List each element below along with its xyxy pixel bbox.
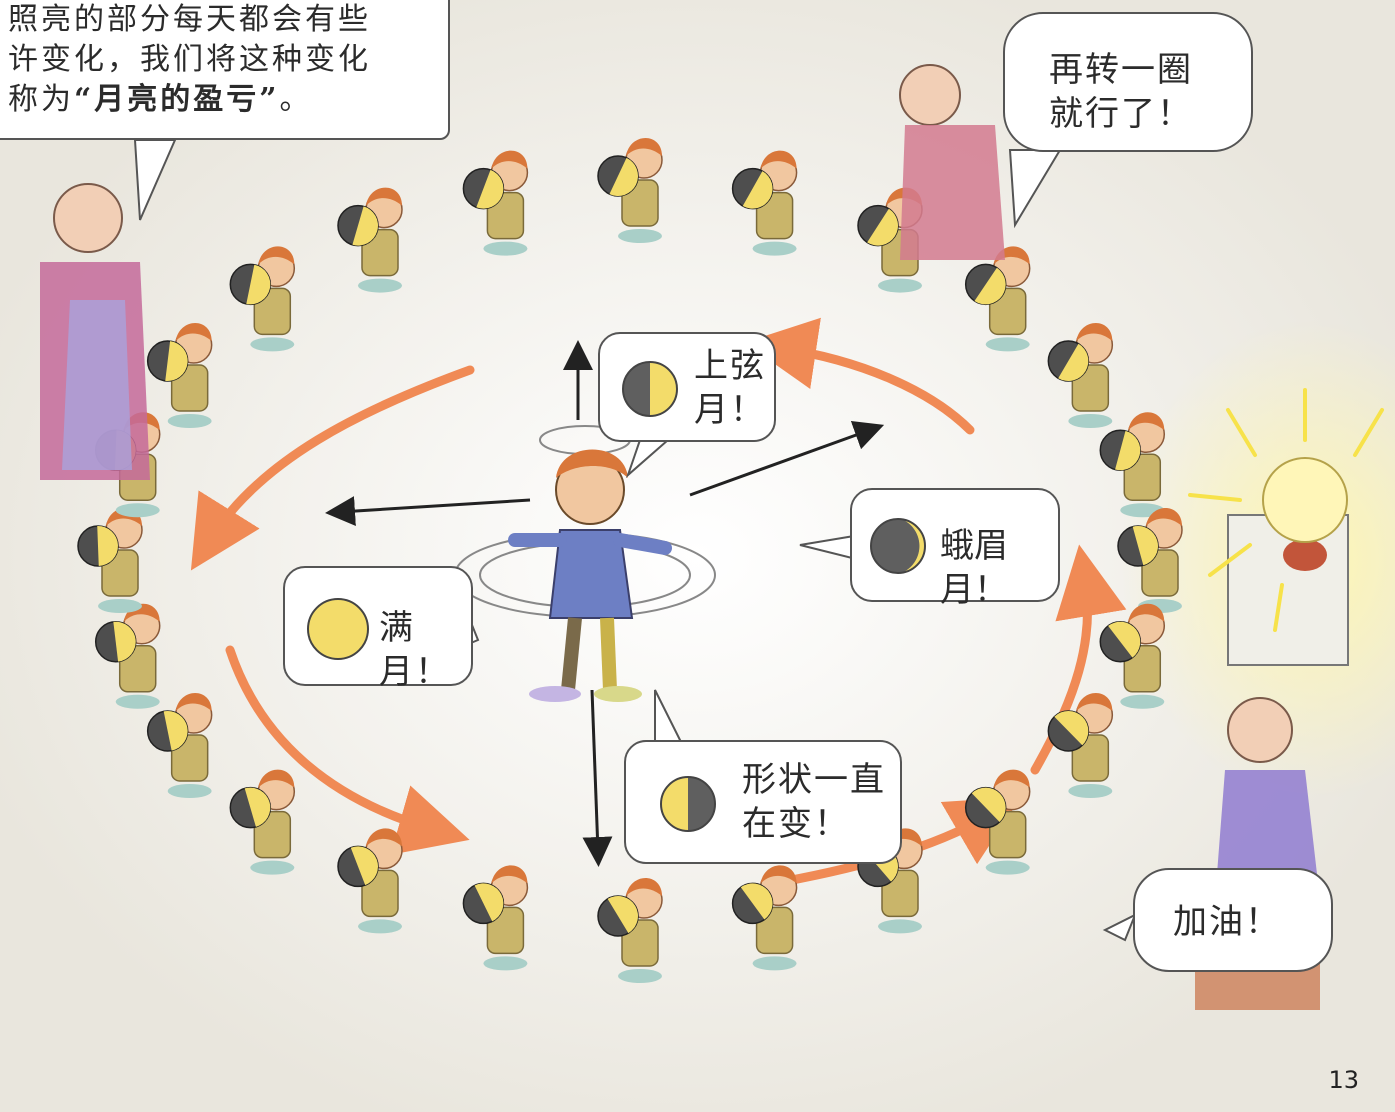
narration-box: 照亮的部分每天都会有些 许变化，我们将这种变化 称为“月亮的盈亏”。 — [0, 0, 450, 140]
bubble-changing-line-2: 在变！ — [742, 804, 850, 844]
child-with-ball — [964, 769, 1031, 875]
child-with-ball — [1117, 508, 1183, 613]
first-quarter-moon-icon — [622, 361, 678, 417]
child-with-ball — [597, 138, 663, 243]
lamp-rays — [1188, 388, 1384, 632]
bubble-full-moon: 满月！ — [283, 566, 473, 692]
bubble-cheer-text: 加油！ — [1173, 902, 1281, 942]
grandma-left — [40, 183, 150, 480]
arrow-left — [325, 496, 531, 527]
child-with-ball — [77, 508, 143, 613]
bubble-grandma-top-line-1: 再转一圈 — [1049, 50, 1193, 90]
grandma-top-right — [899, 64, 1005, 260]
narration-line-1: 照亮的部分每天都会有些 — [8, 2, 371, 37]
lamp — [1227, 457, 1349, 666]
child-with-ball — [462, 865, 529, 971]
child-with-ball — [1099, 603, 1166, 709]
last-quarter-moon-icon — [660, 776, 716, 832]
child-with-ball — [1047, 323, 1114, 428]
crescent-moon-icon — [870, 518, 926, 574]
orbit-arrow-top-right — [744, 317, 975, 435]
child-with-ball — [229, 246, 296, 352]
child-with-ball — [337, 828, 403, 934]
bubble-grandma-top: 再转一圈 就行了！ — [1003, 12, 1253, 152]
child-with-ball — [462, 150, 529, 256]
child-with-ball — [964, 246, 1031, 352]
child-with-ball — [146, 323, 213, 428]
narration-line-2: 许变化，我们将这种变化 — [8, 42, 371, 77]
bubble-crescent-text: 蛾眉月！ — [940, 526, 1008, 610]
narration-line-3-prefix: 称为 — [8, 82, 74, 117]
child-with-ball — [229, 769, 296, 875]
center-child — [508, 449, 672, 702]
bubble-grandma-top-line-2: 就行了！ — [1049, 94, 1193, 134]
page-number: 13 — [1328, 1066, 1359, 1094]
full-moon-icon — [307, 598, 369, 660]
bubble-changing-line-1: 形状一直 — [742, 760, 886, 800]
arrow-up-right — [689, 420, 885, 497]
orbit-arrow-right — [1030, 544, 1127, 775]
child-with-ball — [94, 603, 161, 709]
child-with-ball — [1099, 412, 1166, 518]
child-with-ball — [731, 865, 798, 971]
bubble-first-quarter-line-1: 上弦 — [694, 346, 766, 386]
narration-line-3-suffix: 。 — [279, 82, 313, 117]
narration-line-3: 称为“月亮的盈亏”。 — [8, 80, 428, 120]
child-with-ball — [337, 187, 403, 293]
orbit-arrow-bottom-left — [225, 645, 470, 855]
orbit-arrows — [190, 317, 1127, 890]
bubble-changing: 形状一直 在变！ — [624, 740, 902, 864]
child-with-ball — [857, 187, 923, 293]
direction-arrows — [325, 340, 885, 867]
bubble-first-quarter: 上弦 月！ — [598, 332, 776, 442]
child-with-ball — [597, 878, 663, 983]
child-with-ball — [1047, 693, 1114, 798]
arrow-down — [582, 689, 613, 867]
bubble-crescent: 蛾眉月！ — [850, 488, 1060, 610]
narration-emphasis: “月亮的盈亏” — [74, 82, 280, 117]
child-with-ball — [146, 693, 213, 798]
bubble-first-quarter-line-2: 月！ — [694, 390, 766, 430]
child-with-ball — [731, 150, 798, 256]
orbit-arrow-top-left — [190, 365, 475, 571]
bubble-cheer: 加油！ — [1133, 868, 1333, 972]
bubble-full-moon-text: 满月！ — [379, 608, 451, 692]
